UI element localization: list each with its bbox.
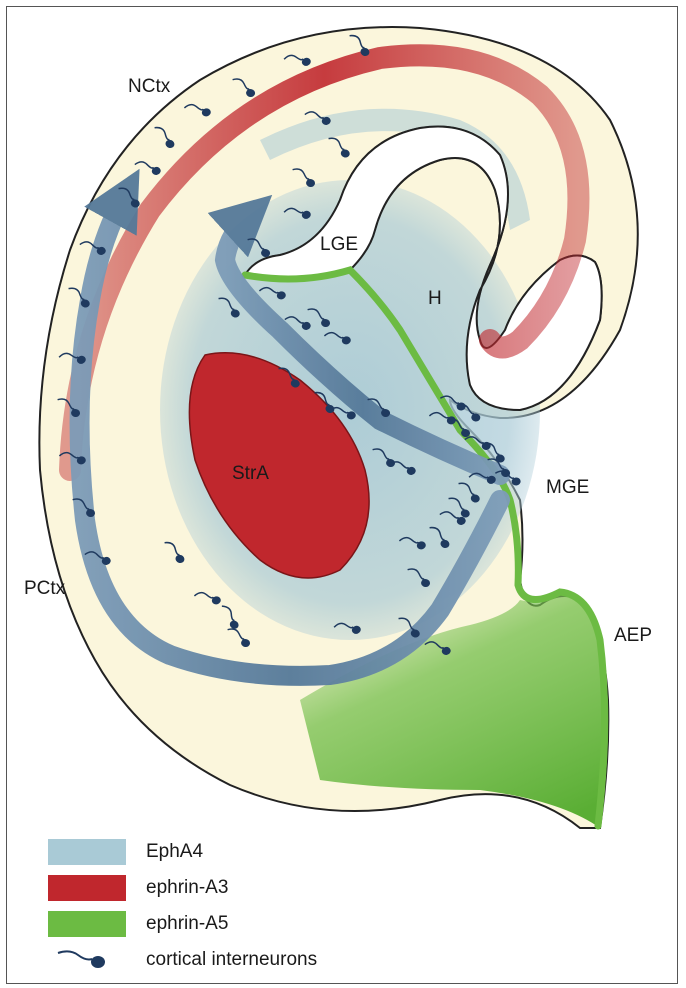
- label-pctx: PCtx: [24, 578, 65, 600]
- legend-label: ephrin-A5: [146, 913, 228, 935]
- legend-swatch-epha4: [48, 839, 126, 865]
- label-lge: LGE: [320, 234, 358, 256]
- legend-label: cortical interneurons: [146, 949, 317, 971]
- interneuron-icon: [48, 947, 126, 973]
- label-mge: MGE: [546, 477, 589, 499]
- legend-swatch-ephrin-a3: [48, 875, 126, 901]
- legend-item-ephrin-a3: ephrin-A3: [48, 870, 317, 906]
- legend: EphA4 ephrin-A3 ephrin-A5 cortical inter…: [48, 834, 317, 978]
- label-stra: StrA: [232, 463, 269, 485]
- label-nctx: NCtx: [128, 76, 170, 98]
- legend-item-interneurons: cortical interneurons: [48, 942, 317, 978]
- label-aep: AEP: [614, 625, 652, 647]
- legend-item-ephrin-a5: ephrin-A5: [48, 906, 317, 942]
- label-h: H: [428, 288, 442, 310]
- legend-item-epha4: EphA4: [48, 834, 317, 870]
- legend-label: EphA4: [146, 841, 203, 863]
- legend-label: ephrin-A3: [146, 877, 228, 899]
- legend-swatch-ephrin-a5: [48, 911, 126, 937]
